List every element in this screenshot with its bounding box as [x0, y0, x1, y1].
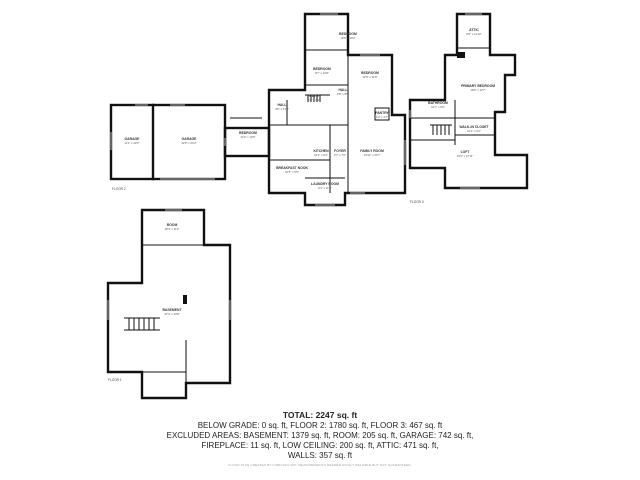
floor-label: FLOOR 3: [410, 200, 424, 204]
chimney: [457, 52, 465, 58]
room-name: PANTRY: [375, 111, 389, 115]
room-name: BATHROOM: [428, 101, 448, 105]
floor-2-plan: GARAGE 11'1" x 23'2" GARAGE 22'9" x 23'2…: [109, 12, 407, 207]
room-dimension: 22'9" x 23'2": [181, 141, 196, 145]
house-outer-walls: [267, 12, 407, 207]
room-name: LOFT: [461, 150, 471, 154]
room-name: WALK-IN CLOSET: [459, 125, 489, 129]
room-dimension: 11'1" x 23'2": [124, 141, 139, 145]
room-dimension: 10'5" x 6'5": [285, 170, 299, 174]
room-dimension: 16'4" x 17'11": [457, 154, 474, 158]
room-dimension: 10'1" x 6'2": [467, 129, 481, 133]
floor-1-outer-walls: [106, 208, 232, 400]
room-dimension: 12'5" x 11'8": [362, 75, 377, 79]
room-name: KITCHEN: [313, 149, 329, 153]
room-dimension: 4'5" x 5'10": [275, 107, 289, 111]
pantry-walls: [374, 107, 390, 121]
support-column: [183, 295, 187, 304]
room-dimension: 4'7" x 7'0": [334, 153, 346, 157]
room-name: LAUNDRY ROOM: [311, 182, 339, 186]
room-dimension: 6'4" x 11'0": [318, 186, 332, 190]
floor-label: FLOOR 2: [112, 187, 126, 191]
stairs: [430, 124, 452, 135]
room-dimension: 4'4" x 2'7": [376, 115, 388, 119]
room-dimension: 8'5" x 11'10": [466, 32, 481, 36]
room-name: BATH: [309, 94, 319, 98]
room-name: ATTIC: [469, 28, 479, 32]
room-name: HALL: [277, 103, 286, 107]
room-dimension: 6'6" x 8'4": [308, 98, 320, 102]
floor-3-outer-walls: [408, 12, 529, 190]
room-name: ROOM: [167, 223, 178, 227]
room-dimension: 11'0" x 13'5": [240, 135, 255, 139]
total-area: TOTAL: 2247 sq. ft: [282, 410, 358, 420]
area-summary-line: EXCLUDED AREAS: BASEMENT: 1379 sq. ft, R…: [166, 431, 474, 440]
room-name: GARAGE: [182, 137, 198, 141]
room-name: BASEMENT: [162, 308, 182, 312]
area-summary-line: WALLS: 357 sq. ft: [287, 451, 353, 460]
room-name: BEDROOM: [239, 131, 257, 135]
room-dimension: 16'2" x 9'4": [314, 153, 328, 157]
room-name: HALL: [338, 88, 347, 92]
room-name: BEDROOM: [339, 32, 357, 36]
room-dimension: 4'8" x 8'5": [337, 92, 349, 96]
room-name: FAMILY ROOM: [360, 149, 384, 153]
room-dimension: 37'4" x 44'8": [164, 312, 179, 316]
floor-1-plan: ROOM 18'4" x 11'2" BASEMENT 37'4" x 44'8…: [106, 208, 232, 400]
room-dimension: 8'7" x 10'8": [315, 71, 329, 75]
room-name: FOYER: [334, 149, 346, 153]
floor-3-plan: ATTIC 8'5" x 11'10" PRIMARY BEDROOM 19'6…: [408, 12, 529, 204]
floor-plan-drawing: GARAGE 11'1" x 23'2" GARAGE 22'9" x 23'2…: [106, 12, 529, 400]
room-dimension: 19'6" x 12'7": [470, 88, 485, 92]
room-dimension: 10'6" x 10'0": [340, 36, 355, 40]
room-dimension: 10'7" x 6'5": [431, 105, 445, 109]
floor-label: FLOOR 1: [108, 378, 122, 382]
stairs: [124, 317, 160, 331]
area-summary-line: FIREPLACE: 11 sq. ft, LOW CEILING: 200 s…: [201, 441, 439, 450]
room-name: GARAGE: [125, 137, 141, 141]
area-summary-line: BELOW GRADE: 0 sq. ft, FLOOR 2: 1780 sq.…: [197, 421, 443, 430]
room-name: BREAKFAST NOOK: [276, 166, 308, 170]
room-name: BEDROOM: [313, 67, 331, 71]
room-dimension: 13'10" x 20'7": [364, 153, 381, 157]
room-name: BEDROOM: [361, 71, 379, 75]
room-dimension: 18'4" x 11'2": [164, 227, 179, 231]
disclaimer-text: FLOOR PLAN CREATED BY CUBICASA APP. MEAS…: [228, 463, 412, 467]
room-name: PRIMARY BEDROOM: [461, 84, 495, 88]
stairs: [305, 94, 330, 102]
